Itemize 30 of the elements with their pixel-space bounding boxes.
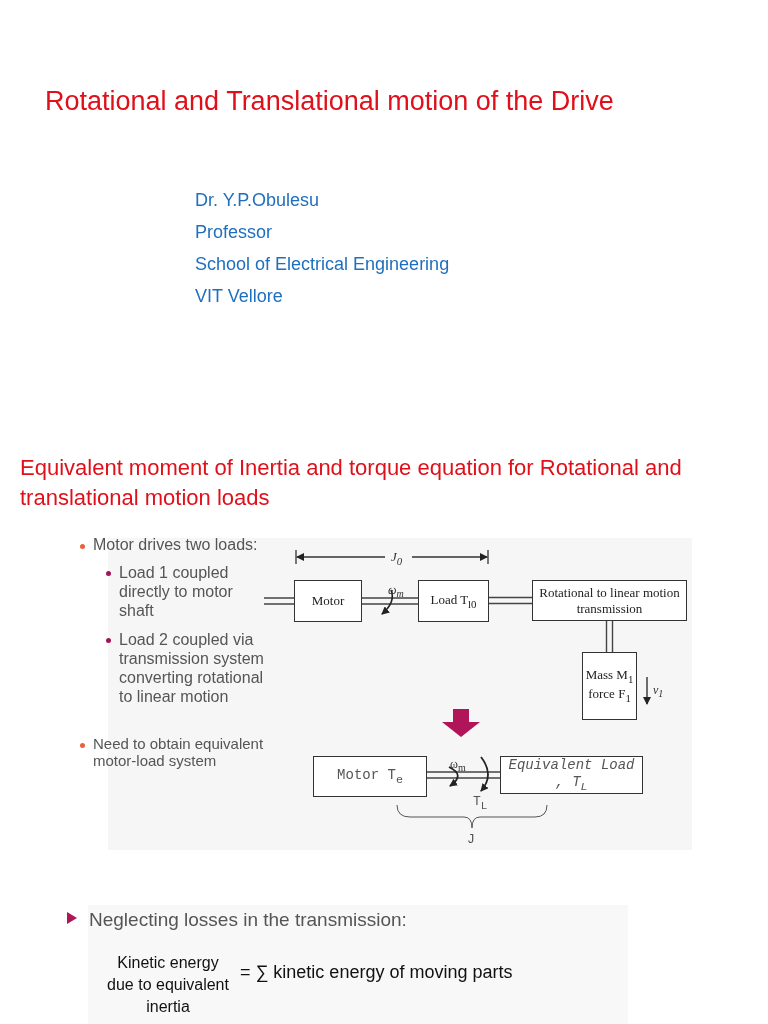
slide-title: Rotational and Translational motion of the Drive: [45, 86, 614, 117]
load-box: Load T$_{l0}$: [418, 580, 489, 622]
bullet-text: Neglecting losses in the transmission:: [89, 909, 407, 931]
shaft: [361, 597, 419, 605]
motor-box: Motor: [294, 580, 362, 622]
shaft: [263, 597, 295, 605]
section-heading: Equivalent moment of Inertia and torque equation for Rotational and translational motion loads: [20, 454, 683, 512]
affiliation: VIT Vellore: [195, 286, 283, 307]
symbol-label: J: [467, 832, 475, 847]
symbol-label: v$_{1}$: [653, 683, 664, 700]
mass-box: Mass M$_{1}$ force F$_{1}$: [582, 652, 637, 720]
symbol-label: ω$_{m}$: [450, 757, 466, 774]
author-title: Professor: [195, 222, 273, 243]
bullet-text: Motor drives two loads:: [93, 536, 258, 554]
transmission-box: Rotational to linear motion transmission: [532, 580, 687, 621]
equation-text: Kinetic energy due to equivalent inertia: [106, 953, 230, 1017]
symbol-label: ω$_{m}$: [388, 583, 404, 600]
affiliation: School of Electrical Engineering: [195, 254, 450, 275]
bullet-text: Need to obtain equivalent motor-load system: [93, 735, 265, 769]
shaft: [426, 771, 501, 779]
bullet-text: Load 1 coupled directly to motor shaft: [119, 563, 234, 620]
bullet-text: Load 2 coupled via transmission system converting rotational to linear motion: [119, 630, 265, 706]
motor-box: Motor T$_{e}$: [313, 756, 427, 797]
load-box: Equivalent Load , T$_{L}$: [500, 756, 643, 794]
symbol-label: T$_{L}$: [473, 794, 488, 812]
equation-text: = ∑ kinetic energy of moving parts: [240, 962, 513, 983]
shaft: [488, 596, 533, 605]
shaft: [605, 620, 614, 653]
author-name: Dr. Y.P.Obulesu: [195, 190, 320, 211]
dimension-label: J$_{0}$: [391, 549, 403, 567]
